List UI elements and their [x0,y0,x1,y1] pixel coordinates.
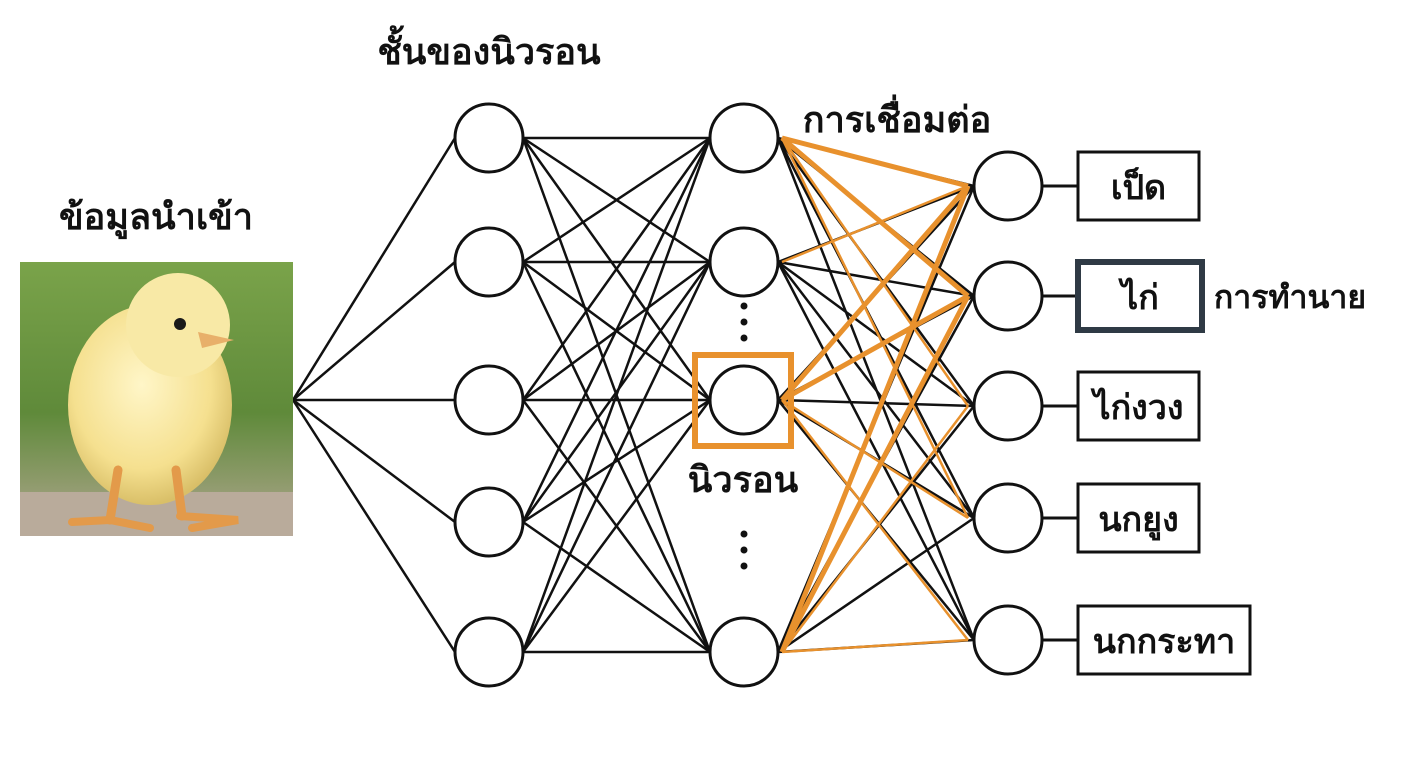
neuron-output-1 [972,260,1044,332]
connection-h1-3-h2-0 [521,137,712,523]
connection-h2-2-out-2 [777,398,975,408]
output-box-selected [1075,259,1205,333]
hidden1-to-hidden2-connections [521,136,712,654]
connection-input-h1-0 [291,137,457,401]
connection-input-h1-3 [292,399,456,523]
highlighted-connections [779,135,971,654]
highlighted-connection-thin-1-0 [781,184,969,264]
highlighted-neuron-box [692,352,794,449]
highlighted-connection-thin-0-2 [780,137,970,407]
highlighted-connection-thick-3-0 [779,185,971,653]
connection-h2-1-out-3 [777,261,975,519]
highlighted-connection-thick-2-1 [780,293,970,403]
highlighted-connection-thick-3-1 [779,294,971,654]
output-box [1076,150,1201,222]
neuron-output-0 [972,150,1044,222]
highlighted-connection-thick-2-0 [780,184,970,402]
output-label-3: นกยูง [1098,500,1178,541]
connection-input-h1-4 [291,399,457,653]
connection-h1-3-h2-2 [522,398,711,524]
neuron-layer2-3 [708,616,780,688]
output-label-2: ไก่งวง [1091,387,1184,428]
highlighted-connection-thin-3-4 [781,638,969,654]
connection-h1-3-h2-3 [522,520,711,654]
output-to-label-connectors [1042,184,1078,642]
neurons [453,102,1044,688]
connection-h1-4-h2-0 [521,137,712,653]
ellipsis-lower [740,530,748,570]
ellipsis-upper [740,302,748,342]
connection-h2-1-out-4 [776,261,976,641]
prediction-label: การทำนาย [1214,278,1366,316]
output-box [1076,482,1201,554]
highlighted-connection-thick-0-0 [781,135,969,189]
neuron-layer2-2 [708,364,780,436]
neuron-layer2-1 [708,226,780,298]
highlighted-connection-thin-2-4 [781,399,969,641]
highlighted-connection-thin-2-3 [781,398,969,520]
output-label-4: นกกระทา [1093,622,1235,662]
connection-h2-1-out-2 [777,260,975,408]
neuron-layer2-0 [708,102,780,174]
connection-label: การเชื่อมต่อ [803,94,991,141]
connection-h1-2-h2-0 [521,137,712,401]
neuron-output-4 [972,604,1044,676]
output-box [1076,604,1252,676]
connection-h1-4-h2-1 [521,261,712,653]
connection-h2-3-out-3 [777,516,975,654]
neuron-layer1-1 [453,226,525,298]
neuron-layer1-3 [453,486,525,558]
input-label: ข้อมูลนำเข้า [59,197,253,240]
neuron-label: นิวรอน [688,460,799,501]
neuron-layer1-2 [453,364,525,436]
input-to-hidden1-connections [291,137,457,653]
chick-image [20,262,293,536]
output-label-0: เป็ด [1111,166,1166,208]
neuron-layer1-0 [453,102,525,174]
connection-h1-1-h2-0 [522,136,711,264]
output-box [1076,370,1201,442]
connection-h2-1-out-1 [777,260,975,298]
highlighted-connection-thin-0-3 [780,137,970,519]
neuron-layer1-4 [453,616,525,688]
output-label-1: ไก่ [1118,277,1159,318]
connection-input-h1-1 [292,261,456,401]
highlighted-connection-thin-3-2 [781,405,969,653]
neuron-output-2 [972,370,1044,442]
neuron-output-3 [972,482,1044,554]
connection-h1-4-h2-2 [521,399,712,653]
layer-label: ชั้นของนิวรอน [377,25,601,73]
